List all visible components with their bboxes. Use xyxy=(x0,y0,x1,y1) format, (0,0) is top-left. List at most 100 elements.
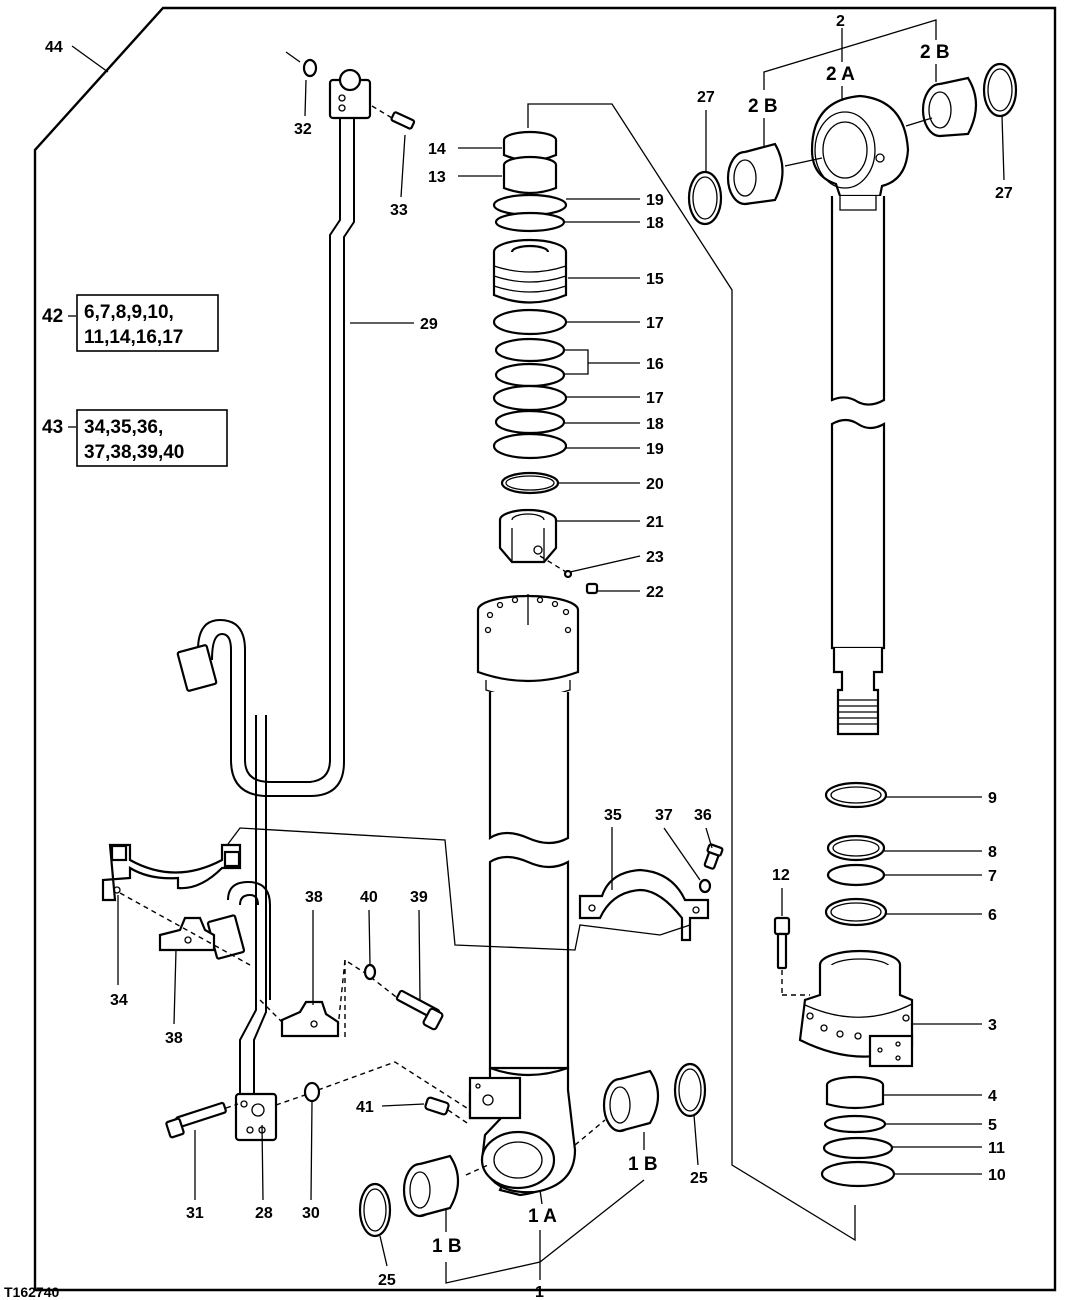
callout-11: 11 xyxy=(988,1140,1005,1157)
callout-1A: 1 A xyxy=(528,1206,557,1227)
seal-8 xyxy=(826,834,886,862)
callout-2B-left: 2 B xyxy=(748,96,778,117)
kit-42-line1: 6,7,8,9,10, xyxy=(84,302,174,323)
set-screw-22 xyxy=(585,582,599,595)
seal-25-right xyxy=(673,1062,707,1118)
kit-43-line2: 37,38,39,40 xyxy=(84,442,184,463)
rod-eye-2A xyxy=(810,94,910,198)
diagram-frame xyxy=(33,6,1057,1292)
callout-8: 8 xyxy=(988,844,997,861)
callout-18-top: 18 xyxy=(646,215,664,232)
bushing-1B-right xyxy=(602,1069,660,1133)
callout-3: 3 xyxy=(988,1017,997,1034)
bolt-31 xyxy=(165,1101,239,1139)
callout-29: 29 xyxy=(420,316,438,333)
clamp-34 xyxy=(101,843,242,902)
bushing-2B-right xyxy=(921,76,978,138)
seal-27-left xyxy=(687,170,723,226)
ring-7 xyxy=(826,863,886,887)
cylinder-barrel-head xyxy=(476,594,580,698)
callout-19-top: 19 xyxy=(646,192,664,209)
cap-screw-12 xyxy=(773,916,791,970)
kit-43-box xyxy=(76,409,228,467)
seal-27-right xyxy=(982,62,1018,118)
callout-38-right: 38 xyxy=(305,889,323,906)
callout-35: 35 xyxy=(604,807,622,824)
kit-42-line2: 11,14,16,17 xyxy=(84,327,183,348)
callout-2A: 2 A xyxy=(826,64,855,85)
cylinder-barrel-lower xyxy=(488,855,570,1070)
callout-1B-right: 1 B xyxy=(628,1154,658,1175)
callout-28: 28 xyxy=(255,1205,273,1222)
cylinder-barrel-upper xyxy=(488,692,570,845)
ring-11 xyxy=(822,1136,894,1160)
callout-32: 32 xyxy=(294,121,312,138)
callout-40: 40 xyxy=(360,889,378,906)
bushing-1B-left xyxy=(402,1154,460,1218)
callout-7: 7 xyxy=(988,868,997,885)
bushing-2B-left xyxy=(726,142,784,206)
callout-5: 5 xyxy=(988,1117,997,1134)
ring-6 xyxy=(824,897,888,927)
clamp-38-right xyxy=(280,1000,340,1038)
ring-16-a xyxy=(494,337,566,363)
callout-18-bottom: 18 xyxy=(646,416,664,433)
wear-ring-14 xyxy=(502,130,558,162)
callout-19-bottom: 19 xyxy=(646,441,664,458)
washer-40 xyxy=(363,963,377,981)
ball-23 xyxy=(563,569,573,579)
callout-2B-right: 2 B xyxy=(920,42,950,63)
seal-25-left xyxy=(358,1182,392,1238)
callout-31: 31 xyxy=(186,1205,204,1222)
callout-27-left: 27 xyxy=(697,89,715,106)
ring-10 xyxy=(820,1160,896,1188)
rod-end xyxy=(832,648,884,736)
callout-27-right: 27 xyxy=(995,185,1013,202)
washer-37 xyxy=(698,878,712,894)
kit-43-line1: 34,35,36, xyxy=(84,417,163,438)
callout-17-bottom: 17 xyxy=(646,390,664,407)
callout-22: 22 xyxy=(646,584,664,601)
callout-36: 36 xyxy=(694,807,712,824)
o-ring-30 xyxy=(303,1081,321,1103)
callout-25-left: 25 xyxy=(378,1272,396,1289)
piston-rod-upper xyxy=(830,196,886,406)
grease-fitting-41 xyxy=(381,1096,471,1126)
kit-42: 42 6,7,8,9,10, 11,14,16,17 xyxy=(42,294,219,352)
nut-21 xyxy=(498,508,558,564)
callout-25-right: 25 xyxy=(690,1170,708,1187)
callout-6: 6 xyxy=(988,907,997,924)
callout-41: 41 xyxy=(356,1099,374,1116)
barrel-base-1A xyxy=(468,1066,577,1197)
clamp-35 xyxy=(578,868,710,942)
callout-23: 23 xyxy=(646,549,664,566)
callout-38-left: 38 xyxy=(165,1030,183,1047)
hydraulic-tube-upper-left xyxy=(176,618,246,760)
bolt-39 xyxy=(395,989,444,1031)
callout-1B-left: 1 B xyxy=(432,1236,462,1257)
callout-13: 13 xyxy=(428,169,446,186)
screw-36 xyxy=(703,843,724,870)
callout-1: 1 xyxy=(535,1284,544,1300)
hydraulic-line-29 xyxy=(230,51,416,797)
figure-id: T162740 xyxy=(4,1284,59,1300)
piston-rod-lower xyxy=(830,418,886,650)
callout-30: 30 xyxy=(302,1205,320,1222)
kit-43: 43 34,35,36, 37,38,39,40 xyxy=(42,409,228,467)
ring-17-top xyxy=(492,308,568,336)
kit-43-id: 43 xyxy=(42,417,63,438)
callout-20: 20 xyxy=(646,476,664,493)
callout-17-top: 17 xyxy=(646,315,664,332)
callout-14: 14 xyxy=(428,141,446,158)
ring-5 xyxy=(823,1114,887,1134)
ring-18-top xyxy=(494,211,566,233)
hydraulic-tube-28 xyxy=(206,715,278,1142)
ring-17-bottom xyxy=(492,384,568,412)
callout-10: 10 xyxy=(988,1167,1006,1184)
piston-15 xyxy=(492,238,568,304)
kit-42-id: 42 xyxy=(42,306,63,327)
kit-42-box xyxy=(76,294,219,352)
callout-21: 21 xyxy=(646,514,664,531)
callout-16: 16 xyxy=(646,356,664,373)
